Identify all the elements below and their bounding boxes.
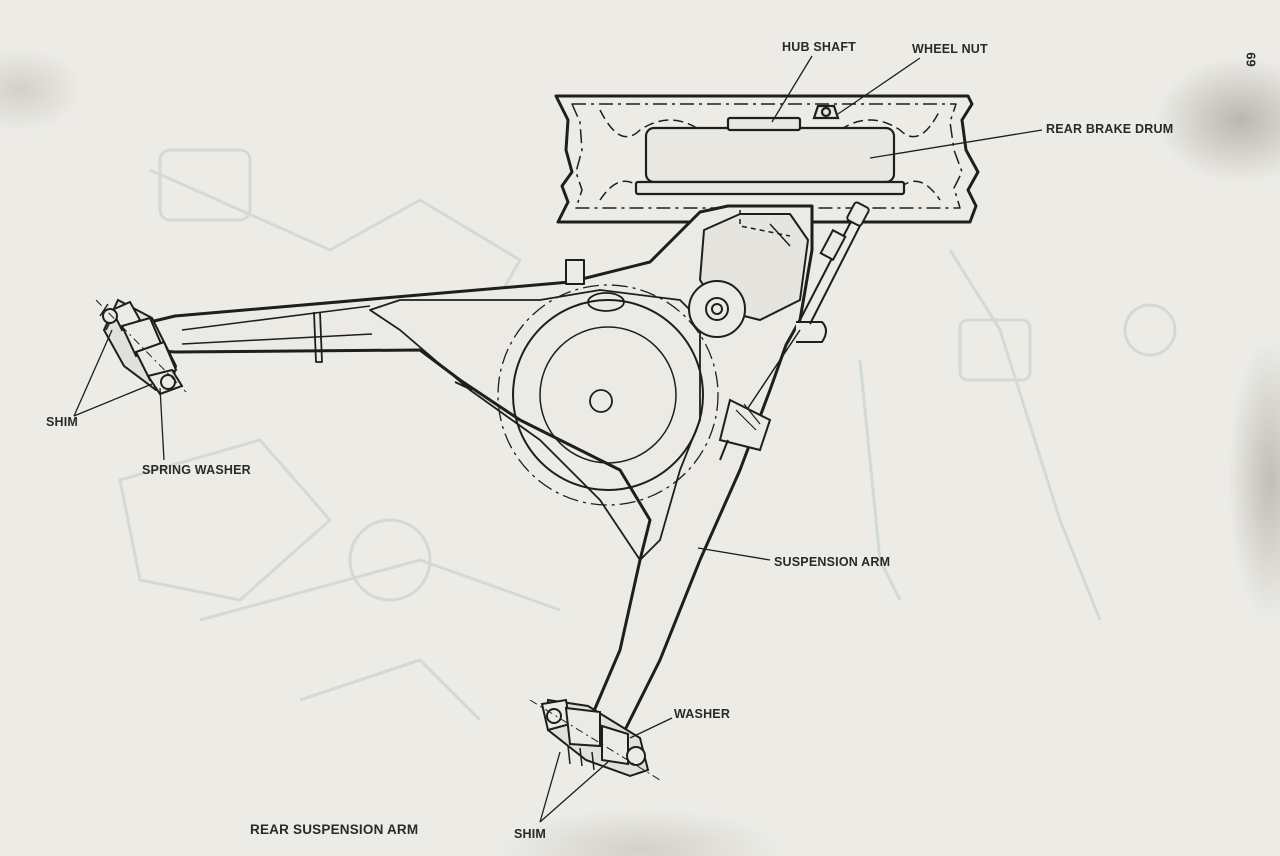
- leader-shim-bottom-1: [539, 751, 561, 823]
- leader-lines: [73, 55, 1043, 823]
- left-pivot-bush: [95, 298, 187, 396]
- brake-rod: [718, 201, 870, 461]
- leader-hub-shaft: [771, 55, 813, 123]
- label-rear-brake-drum: REAR BRAKE DRUM: [1046, 122, 1174, 136]
- bottom-pivot-bush: [529, 698, 661, 781]
- leader-suspension-arm: [697, 547, 771, 561]
- label-hub-shaft: HUB SHAFT: [782, 40, 857, 54]
- leader-washer: [629, 717, 673, 739]
- page-number: 69: [1243, 52, 1259, 67]
- leader-shim-bottom-2: [539, 761, 609, 823]
- pivot-boss: [688, 280, 746, 338]
- label-shim-bottom: SHIM: [514, 827, 547, 841]
- leader-shim-left-1: [73, 329, 113, 417]
- show-through-ghost-drawing: [118, 148, 1177, 722]
- label-suspension-arm: SUSPENSION ARM: [774, 555, 891, 569]
- damper-mount-outline: [454, 284, 719, 506]
- diagram-caption: REAR SUSPENSION ARM: [250, 822, 419, 837]
- label-wheel-nut: WHEEL NUT: [912, 42, 988, 56]
- leader-wheel-nut: [837, 57, 921, 115]
- label-shim-left: SHIM: [46, 415, 79, 429]
- label-spring-washer: SPRING WASHER: [142, 463, 251, 477]
- leader-rear-brake-drum: [869, 129, 1043, 159]
- leader-spring-washer: [159, 387, 165, 461]
- label-washer: WASHER: [674, 707, 731, 721]
- rear-brake-drum: [634, 104, 906, 196]
- leader-shim-left-2: [73, 383, 153, 417]
